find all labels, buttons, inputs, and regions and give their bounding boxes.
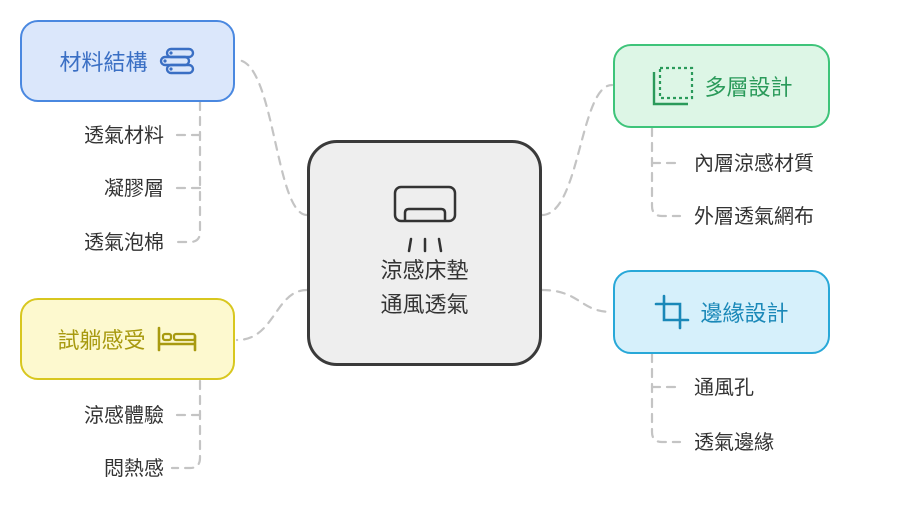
branch-materials[interactable]: 材料結構: [20, 20, 235, 102]
branch-layers-label: 多層設計: [704, 76, 793, 101]
branch-edge[interactable]: 邊緣設計: [613, 270, 830, 354]
connector-center-materials: [235, 58, 309, 217]
branch-trial-label: 試躺感受: [57, 329, 146, 354]
leaf-edge-1: 通風孔: [694, 375, 754, 399]
center-line-1: 涼感床墊: [380, 259, 469, 284]
connector-edge-children: [650, 352, 682, 444]
connector-center-layers: [540, 83, 614, 217]
center-line-2: 通風透氣: [380, 293, 469, 318]
branch-layers[interactable]: 多層設計: [613, 44, 830, 128]
bed-icon: [156, 326, 198, 352]
air-conditioner-icon: [390, 183, 460, 255]
center-node[interactable]: 涼感床墊 通風透氣: [307, 140, 542, 366]
branch-trial[interactable]: 試躺感受: [20, 298, 235, 380]
branch-edge-label: 邊緣設計: [700, 302, 789, 327]
connector-center-edge: [540, 288, 614, 314]
branch-materials-label: 材料結構: [59, 51, 148, 76]
crop-icon: [654, 294, 690, 330]
layers-icon: [158, 47, 196, 75]
connector-center-trial: [235, 288, 309, 342]
leaf-materials-1: 透氣材料: [84, 123, 164, 147]
leaf-trial-1: 涼感體驗: [84, 403, 164, 427]
leaf-edge-2: 透氣邊緣: [694, 430, 774, 454]
connector-trial-children: [170, 379, 202, 470]
leaf-materials-2: 凝膠層: [104, 176, 164, 200]
leaf-layers-1: 內層涼感材質: [694, 151, 814, 175]
connector-materials-children: [170, 100, 202, 244]
leaf-layers-2: 外層透氣網布: [694, 204, 814, 228]
leaf-materials-3: 透氣泡棉: [84, 230, 164, 254]
center-title: 涼感床墊 通風透氣: [380, 255, 468, 323]
connector-layers-children: [650, 126, 682, 218]
leaf-trial-2: 悶熱感: [104, 456, 164, 480]
dashed-square-icon: [650, 66, 694, 106]
